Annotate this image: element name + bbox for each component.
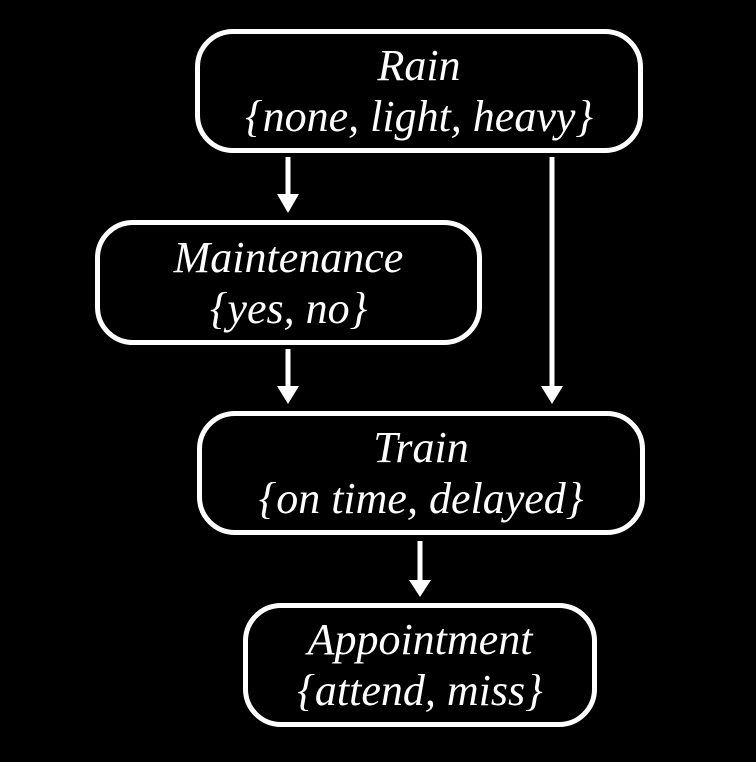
edge-rain-to-maintenance-arrow: [277, 157, 299, 213]
edge-rain-to-train-arrow: [541, 157, 563, 404]
node-train-label: Train: [373, 423, 469, 472]
node-rain-label: Rain: [377, 41, 461, 90]
node-appointment: Appointment {attend, miss}: [243, 603, 597, 727]
edge-train-to-appointment-arrow: [409, 541, 431, 597]
edge-maintenance-to-train-arrow: [277, 349, 299, 404]
node-rain: Rain {none, light, heavy}: [195, 29, 643, 153]
node-maintenance-domain: {yes, no}: [209, 283, 368, 333]
node-train-domain: {on time, delayed}: [258, 474, 584, 523]
node-appointment-domain: {attend, miss}: [297, 666, 543, 715]
node-train: Train {on time, delayed}: [197, 411, 645, 535]
node-maintenance: Maintenance {yes, no}: [95, 220, 482, 345]
node-maintenance-label: Maintenance: [173, 232, 404, 282]
node-rain-domain: {none, light, heavy}: [245, 92, 593, 141]
node-appointment-label: Appointment: [307, 615, 533, 664]
